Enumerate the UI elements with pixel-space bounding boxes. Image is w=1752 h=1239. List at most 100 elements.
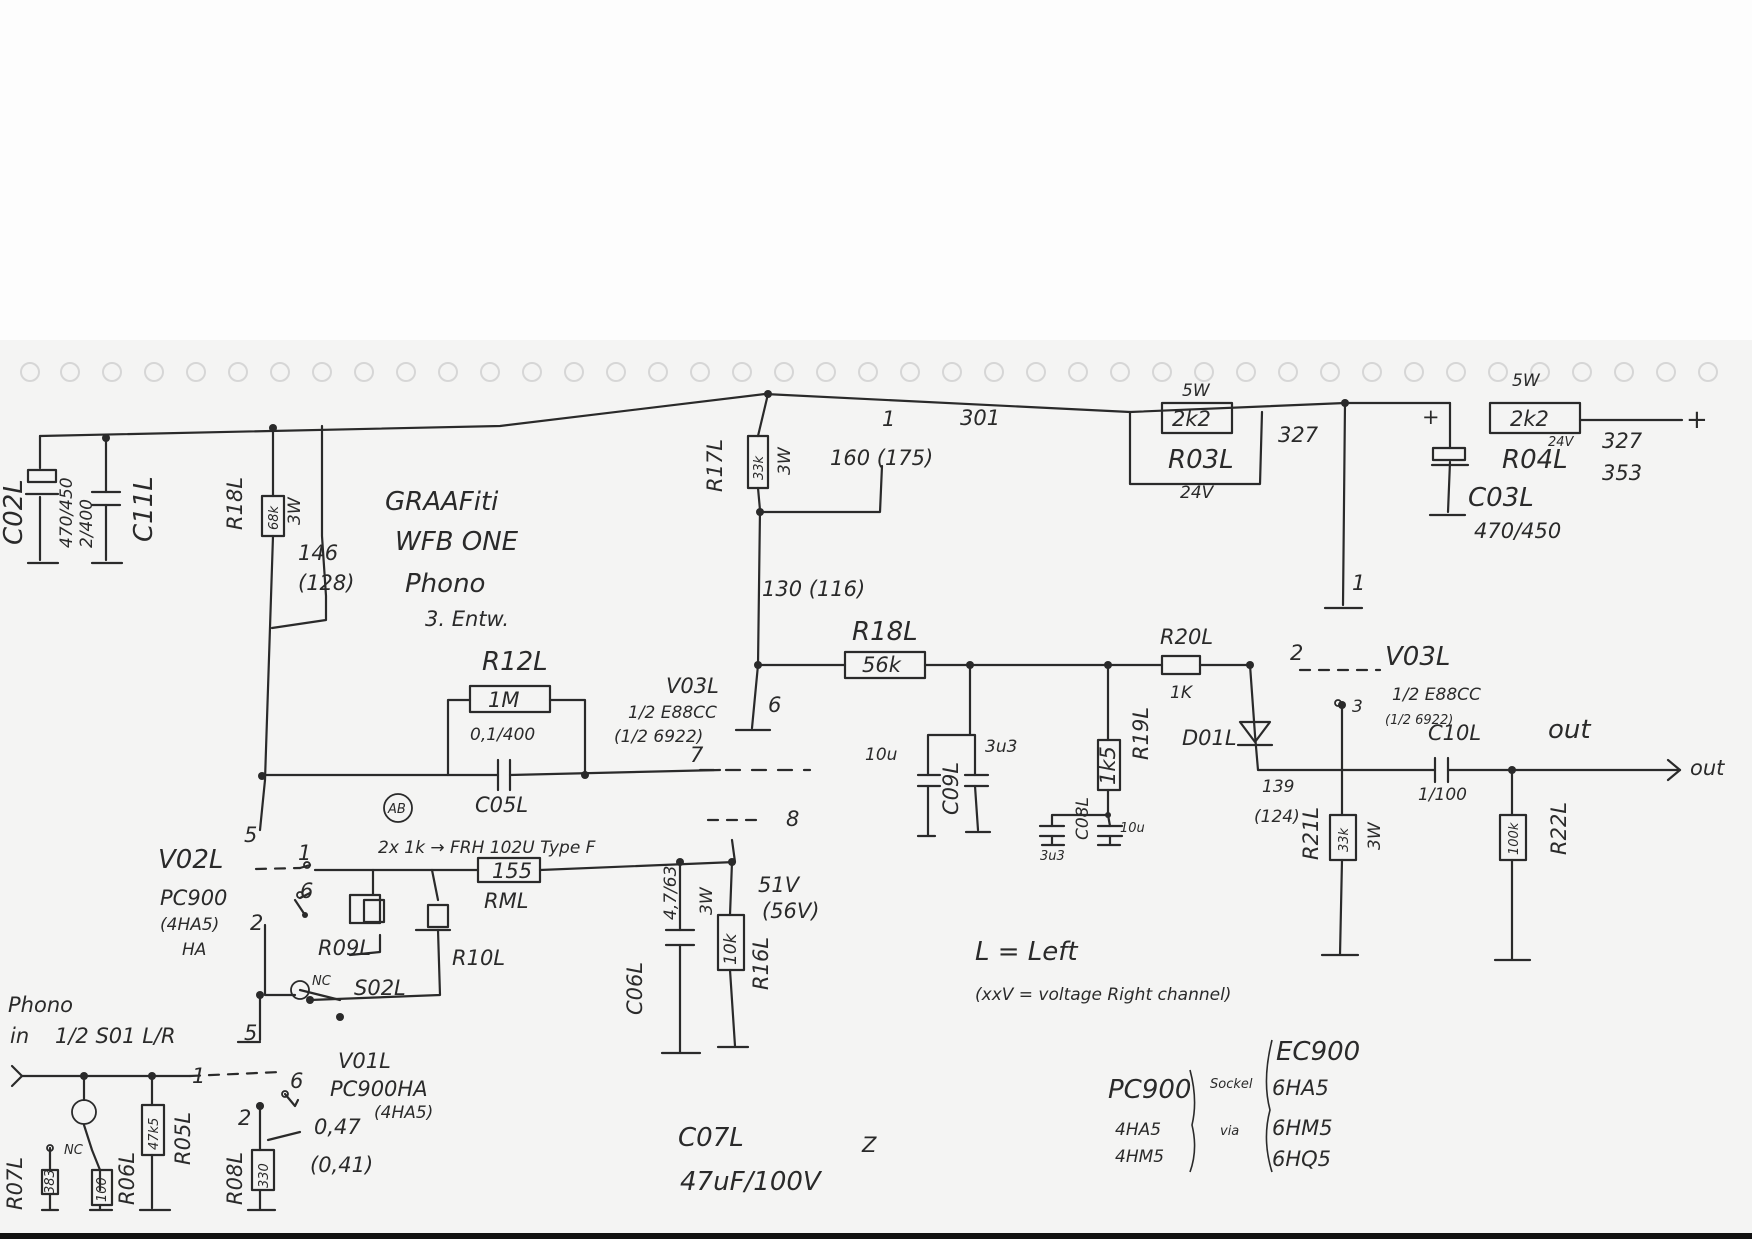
ab-mark: AB bbox=[387, 802, 406, 817]
v03l-b-type: 1/2 E88CC bbox=[1392, 685, 1481, 705]
v03l-a-type: 1/2 E88CC bbox=[628, 703, 717, 723]
r22l-body bbox=[1498, 813, 1528, 862]
c03l-value: 470/450 bbox=[1474, 519, 1561, 543]
r20l-name: R20L bbox=[1160, 625, 1213, 649]
r20l-value: 1K bbox=[1170, 683, 1194, 703]
v02l-pin6: 6 bbox=[300, 879, 313, 903]
component-labels: C02L 470/450 2/400 C11L R18L 68k 3W 146 … bbox=[0, 371, 1725, 1210]
component-bodies bbox=[24, 401, 1582, 1207]
c03l-name: C03L bbox=[1468, 483, 1534, 513]
c11l-value: 2/400 bbox=[77, 499, 97, 548]
d01l-name: D01L bbox=[1182, 726, 1237, 750]
r05l-name: R05L bbox=[171, 1112, 195, 1165]
c09l-value-b: 3u3 bbox=[985, 737, 1017, 757]
v01l-alt: (4HA5) bbox=[374, 1103, 433, 1123]
title-line-2: WFB ONE bbox=[395, 527, 519, 557]
v01l-pin6: 6 bbox=[290, 1069, 303, 1093]
r21l-value: 33k bbox=[1337, 827, 1352, 852]
v02l-pin1: 1 bbox=[298, 841, 311, 865]
out-voltage-a: 327 bbox=[1602, 429, 1643, 453]
title-block: GRAAFiti WFB ONE Phono 3. Entw. bbox=[385, 487, 519, 631]
r19l-value: 1k5 bbox=[1096, 746, 1120, 785]
tube-equivalents: PC900 4HA5 4HM5 Sockel via EC900 6HA5 6H… bbox=[1108, 1037, 1360, 1173]
title-line-3: Phono bbox=[405, 569, 485, 599]
c09l-name: C09L bbox=[939, 762, 963, 815]
tube-middle-a: Sockel bbox=[1210, 1077, 1253, 1092]
tube-right-0: EC900 bbox=[1276, 1037, 1360, 1067]
node-51v: 51V bbox=[758, 873, 801, 897]
v01l-type: PC900HA bbox=[330, 1077, 428, 1101]
node-047: 0,47 bbox=[314, 1115, 361, 1139]
c09l-value-a: 10u bbox=[865, 745, 898, 765]
node-041: (0,41) bbox=[310, 1153, 373, 1177]
r18l-mid-name: R18L bbox=[852, 617, 918, 647]
r22l-name: R22L bbox=[1547, 802, 1571, 855]
rml-name: RML bbox=[484, 889, 528, 913]
c05l-name: C05L bbox=[475, 793, 528, 817]
paper-area bbox=[0, 340, 1752, 1239]
node-160: 160 (175) bbox=[830, 446, 933, 470]
r08l-name: R08L bbox=[223, 1152, 247, 1205]
r21l-watt: 3W bbox=[1365, 821, 1385, 850]
r18l-top-watt: 3W bbox=[285, 496, 305, 525]
tube-right-3: 6HQ5 bbox=[1272, 1147, 1331, 1171]
out-arrow-label: out bbox=[1690, 756, 1725, 780]
r04l-watt: 5W bbox=[1512, 371, 1541, 391]
v02l-pin2: 2 bbox=[250, 911, 263, 935]
v03l-b-pin3: 3 bbox=[1352, 697, 1363, 717]
legend-line-2: (xxV = voltage Right channel) bbox=[975, 985, 1231, 1005]
plus-terminal: + bbox=[1686, 405, 1708, 435]
legend-line-1: L = Left bbox=[975, 937, 1078, 967]
pin5-left: 5 bbox=[244, 823, 257, 847]
node-1-b: 1 bbox=[1352, 571, 1365, 595]
punch-holes bbox=[20, 362, 1718, 382]
node-327: 327 bbox=[1278, 423, 1319, 447]
r12l-name: R12L bbox=[482, 647, 548, 677]
r19l-name: R19L bbox=[1129, 707, 1153, 760]
r06l-body bbox=[90, 1168, 114, 1207]
c06l-name: C06L bbox=[623, 962, 647, 1015]
r03l-watt: 5W bbox=[1182, 381, 1211, 401]
r06l-value: 100 bbox=[95, 1177, 110, 1202]
r20l-body bbox=[1160, 654, 1202, 676]
out-voltage-b: 353 bbox=[1602, 461, 1642, 485]
r03l-body bbox=[1160, 401, 1234, 435]
c07l-name: C07L bbox=[678, 1123, 744, 1153]
legend: L = Left (xxV = voltage Right channel) bbox=[975, 937, 1231, 1005]
r19l-body bbox=[1096, 738, 1122, 792]
c03l-plus: + bbox=[1422, 405, 1440, 429]
r04l-value: 2k2 bbox=[1510, 407, 1549, 431]
r03l-value: 2k2 bbox=[1172, 407, 1211, 431]
r03l-name: R03L bbox=[1168, 445, 1234, 475]
r12l-body bbox=[468, 684, 552, 714]
r10l-name: R10L bbox=[452, 946, 505, 970]
r04l-body bbox=[1488, 401, 1582, 435]
c06l-value: 4,7/63 bbox=[661, 866, 681, 920]
v03l-a-pin8: 8 bbox=[786, 807, 799, 831]
v03l-b-alt: (1/2 6922) bbox=[1385, 713, 1453, 728]
tube-middle-b: via bbox=[1220, 1124, 1239, 1139]
node-1-a: 1 bbox=[882, 407, 895, 431]
wiring bbox=[10, 392, 1684, 1212]
r22l-value: 100k bbox=[1507, 822, 1522, 855]
v03l-b-name: V03L bbox=[1385, 642, 1450, 672]
tube-left-1: 4HA5 bbox=[1115, 1120, 1161, 1140]
node-139: 139 bbox=[1262, 777, 1294, 797]
r18l-mid-body bbox=[843, 650, 927, 680]
v01l-name: V01L bbox=[338, 1049, 391, 1073]
title-line-1: GRAAFiti bbox=[385, 487, 499, 517]
r18l-top-name: R18L bbox=[223, 477, 247, 530]
nc-small: NC bbox=[64, 1143, 84, 1158]
r04l-drop: 24V bbox=[1548, 435, 1575, 450]
r17l-value: 33k bbox=[752, 455, 767, 480]
tube-left-2: 4HM5 bbox=[1115, 1147, 1164, 1167]
r04l-name: R04L bbox=[1502, 445, 1568, 475]
junction-dots bbox=[80, 390, 1516, 1110]
rml-note: 2x 1k → FRH 102U Type F bbox=[378, 838, 596, 858]
c07l-mark: Z bbox=[861, 1133, 877, 1157]
c08l-value-a: 3u3 bbox=[1040, 849, 1065, 864]
r12l-value: 1M bbox=[488, 688, 519, 712]
title-line-4: 3. Entw. bbox=[425, 607, 509, 631]
r18l-top-value: 68k bbox=[267, 505, 282, 530]
r18l-mid-value: 56k bbox=[862, 653, 902, 677]
